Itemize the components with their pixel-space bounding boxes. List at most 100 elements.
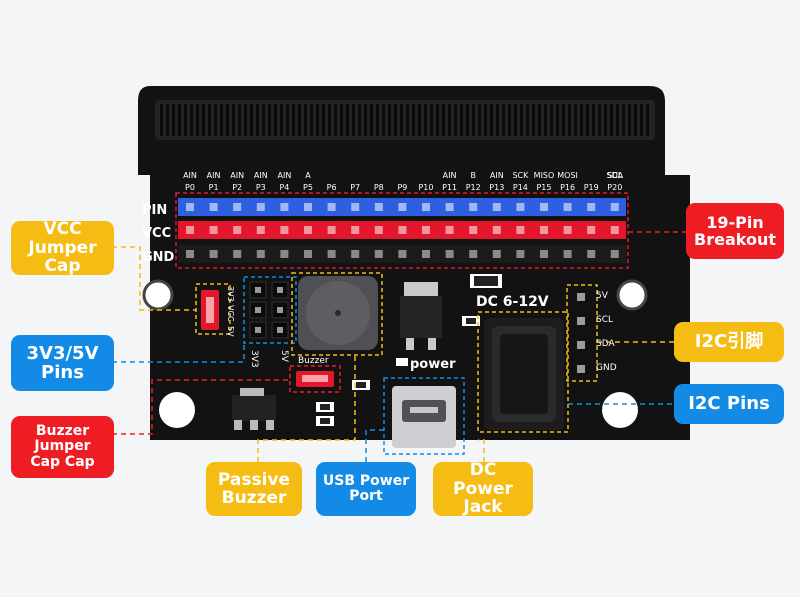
pin-function-label: SCL [607,171,623,180]
voltage-label-3v3: 3V3 [249,350,259,368]
pin-gnd-13 [492,250,501,258]
pin-number-label: P0 [185,183,195,192]
pin-gnd-1 [209,250,218,258]
pin-function-label: SDA [607,171,624,180]
pin-vcc-14 [516,226,525,234]
pin-pin-4 [280,203,289,211]
pin-gnd-11 [445,250,454,258]
pin-vcc-3 [256,226,265,234]
pin-function-label: AIN [443,171,457,180]
pin-function-label: MISO [534,171,555,180]
leader-dc-jack [478,439,485,462]
pin-gnd-12 [469,250,478,258]
pin-function-label: B [470,171,476,180]
callout-19pin-breakout: 19-Pin Breakout [686,203,784,259]
callout-usb-power-port: USB Power Port [316,462,416,516]
pin-gnd-10 [422,250,430,258]
pin-pin-9 [398,203,407,211]
i2c-label-sda: SDA [596,339,615,349]
pin-vcc-13 [492,226,501,234]
pin-vcc-2 [233,226,242,234]
pin-function-label: MOSI [557,171,578,180]
pin-number-label: P14 [513,183,528,192]
pin-number-label: P9 [397,183,407,192]
voltage-pins-outline [243,276,297,344]
pin-function-label: AIN [207,171,221,180]
i2c-label-scl: SCL [596,315,613,325]
pin-gnd-15 [540,250,548,258]
pin-pin-18 [610,203,619,211]
pin-pin-2 [233,203,242,211]
pin-vcc-11 [445,226,454,234]
i2c-pin [577,293,585,301]
pin-number-label: P15 [536,183,551,192]
pin-gnd-17 [587,250,596,258]
passive-buzzer-outline [291,272,383,356]
voltage-regulator-left [232,395,276,421]
pin-gnd-14 [516,250,525,258]
pin-vcc-12 [469,226,478,234]
mounting-hole-right-bottom [602,392,638,428]
pin-gnd-9 [398,250,407,258]
i2c-pin [577,365,585,373]
callout-i2c-pins: I2C Pins [674,384,784,424]
pin-gnd-18 [610,250,619,258]
power-label: power [410,357,456,372]
pin-vcc-8 [374,226,383,234]
pin-breakout-outline [175,192,629,269]
i2c-pin [577,341,585,349]
leader-vcc-jumper [112,246,196,311]
pin-gnd-4 [280,250,289,258]
pin-number-label: P8 [374,183,384,192]
pin-function-label: AIN [277,171,291,180]
pin-pin-8 [374,203,383,211]
power-led [396,358,408,366]
callout-i2c-cn: I2C引脚 [674,322,784,362]
pin-number-label: P20 [607,183,622,192]
pin-gnd-3 [256,250,265,258]
pin-gnd-7 [351,250,360,258]
pin-number-label: P4 [279,183,289,192]
callout-3v3-5v-pins: 3V3/5V Pins [11,335,114,391]
pin-gnd-2 [233,250,242,258]
i2c-pin [577,317,585,325]
pin-vcc-9 [398,226,407,234]
pin-pin-10 [422,203,430,211]
pin-pin-17 [587,203,596,211]
jumper-label-vcc: VCC [226,305,235,322]
pin-gnd-5 [304,250,312,258]
dc-jack-outline [477,311,569,433]
pin-pin-6 [327,203,336,211]
jumper-label-3v3: 3V3 [226,286,235,302]
callout-buzzer-jumper-cap: Buzzer Jumper Cap Cap [11,416,114,478]
pin-vcc-1 [209,226,218,234]
pin-vcc-16 [563,226,572,234]
jumper-label-5v: 5V [226,326,235,337]
pin-pin-11 [445,203,454,211]
i2c-pins-outline [566,284,598,382]
leader-usb [365,429,384,462]
pin-function-label: AIN [490,171,504,180]
callout-dc-power-jack: DC Power Jack [433,461,533,516]
pin-number-label: P2 [232,183,242,192]
leader-buzzer-jumper [112,379,290,435]
row-label-pin: PIN [142,203,167,218]
usb-port-outline [383,377,465,455]
pin-vcc-4 [280,226,289,234]
pin-number-label: P11 [442,183,457,192]
row-label-gnd: GND [142,250,175,265]
pin-number-label: P12 [466,183,481,192]
pin-number-label: P1 [209,183,219,192]
pin-number-label: P13 [489,183,504,192]
i2c-label-gnd: GND [596,363,617,373]
pin-function-label: AIN [254,171,268,180]
buzzer-label: Buzzer [298,356,329,366]
i2c-label-5v: 5V [596,291,609,301]
pin-vcc-18 [610,226,619,234]
pin-pin-12 [469,203,478,211]
mounting-hole-left-bottom [159,392,195,428]
pin-vcc-10 [422,226,430,234]
pin-number-label: P10 [418,183,433,192]
